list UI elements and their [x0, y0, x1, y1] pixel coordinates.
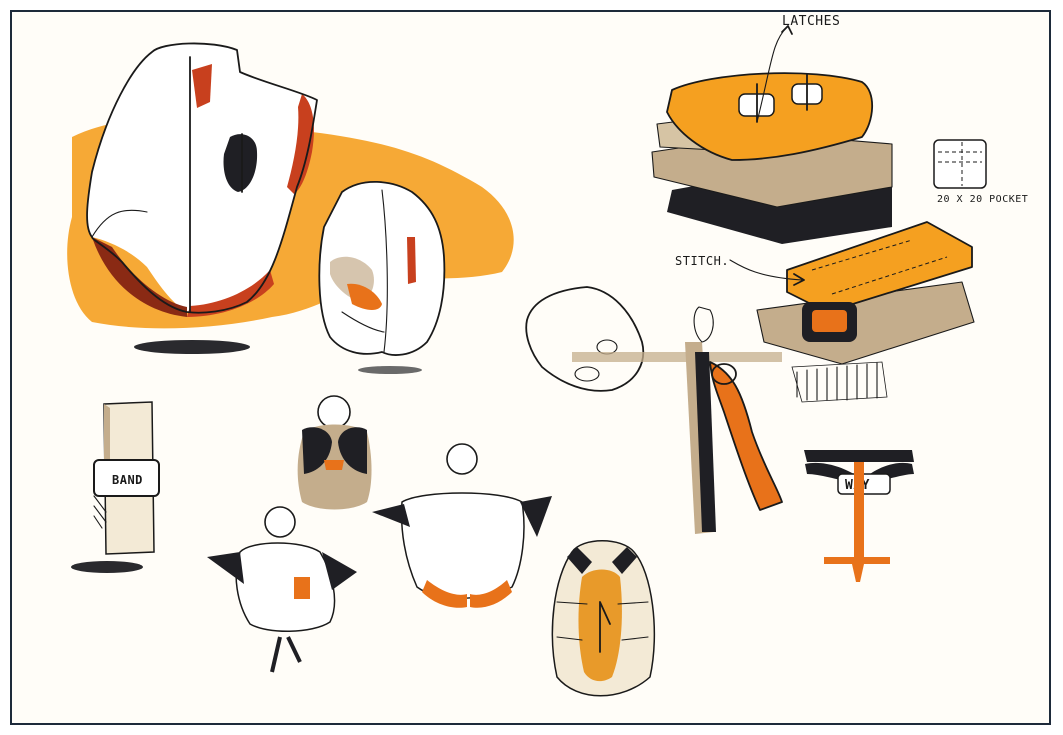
cape-figure-front	[207, 506, 357, 673]
band-label: BAND	[112, 473, 143, 487]
way-tee-sketch: WAY	[804, 450, 914, 582]
band-sketch: BAND	[71, 401, 160, 573]
stitched-strap-pad: STITCH.	[675, 221, 975, 403]
sketch-frame: LATCHES 20 X 20 POCKET STITCH.	[10, 10, 1051, 725]
vest-sketch-large	[67, 42, 514, 354]
lanyard-sketch	[572, 306, 783, 534]
latch-pad-stack: LATCHES	[651, 14, 893, 244]
sketch-canvas: LATCHES 20 X 20 POCKET STITCH.	[67, 14, 1028, 697]
pocket-label: 20 X 20 POCKET	[937, 194, 1028, 205]
latches-label: LATCHES	[782, 14, 840, 29]
hooded-figure	[551, 540, 656, 697]
tablet-sketch	[525, 286, 645, 392]
vest-sketch-small	[318, 180, 446, 374]
pocket-sketch: 20 X 20 POCKET	[933, 139, 1028, 205]
stitch-label: STITCH.	[675, 254, 729, 268]
cape-figure-wide	[372, 443, 552, 608]
cape-figure-dark	[297, 395, 372, 510]
